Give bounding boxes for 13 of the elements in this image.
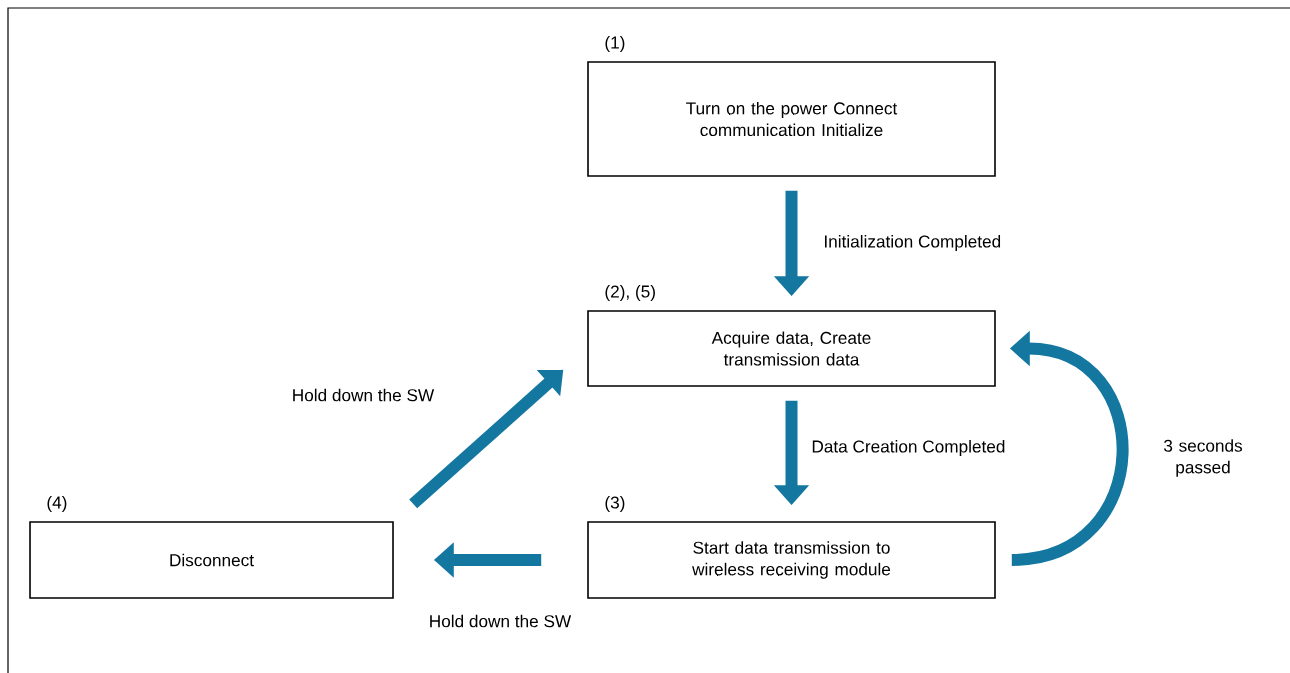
edge-label: Hold down the SW [430,614,572,628]
edge-label: Hold down the SW [293,388,435,402]
step-number: (2), (5) [605,285,655,301]
step-number: (3) [605,496,625,512]
process-box: Acquire data, Create transmission data [587,310,996,387]
process-box: Start data transmission to wireless receiving module [587,521,996,599]
process-box: Disconnect [29,521,394,599]
edge-label: Data Creation Completed [812,440,1005,456]
edge-label: 3 seconds passed [1164,439,1243,477]
edge-label: Initialization Completed [825,235,1001,251]
process-box: Turn on the power Connect communication Initialize [587,61,996,177]
step-number: (4) [47,496,67,512]
step-number: (1) [605,36,625,52]
